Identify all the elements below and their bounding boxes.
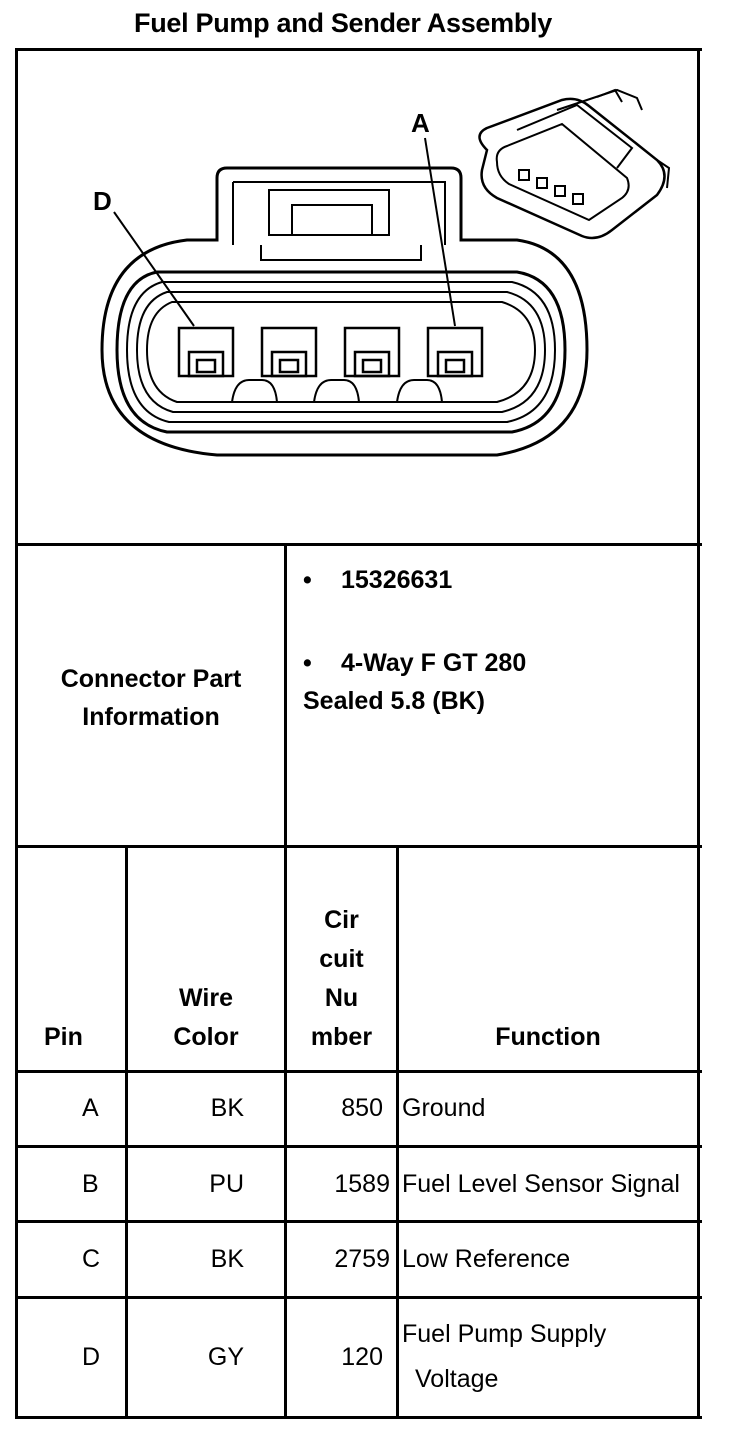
header-wire-color: Wire Color bbox=[128, 979, 284, 1057]
header-circuit-line2: cuit bbox=[319, 945, 364, 973]
frame-right bbox=[697, 48, 700, 1419]
connector-housing bbox=[100, 166, 589, 457]
pin-cavity-b bbox=[343, 326, 401, 378]
row-wire-color: BK bbox=[210, 1094, 244, 1122]
connector-type-item: • 4-Way F GT 280 Sealed 5.8 (BK) bbox=[303, 644, 526, 720]
row-pin: B bbox=[82, 1170, 99, 1198]
table-header-rule bbox=[15, 1070, 702, 1073]
pin-cavity-c bbox=[260, 326, 318, 378]
header-circuit-line3: Nu bbox=[324, 984, 359, 1012]
leader-line-a bbox=[424, 137, 456, 327]
header-circuit-line1: Cir bbox=[324, 906, 359, 934]
table-row-rule bbox=[15, 1145, 702, 1148]
pin-cavity-d bbox=[177, 326, 235, 378]
row-function: Ground bbox=[402, 1094, 486, 1122]
row-circuit: 2759 bbox=[334, 1245, 390, 1273]
info-divider bbox=[284, 543, 287, 1419]
table-col-divider-3 bbox=[396, 845, 399, 1419]
connector-diagram: D A bbox=[93, 88, 671, 457]
row-pin: D bbox=[82, 1343, 101, 1371]
connector-info-label-line1: Connector Part bbox=[60, 665, 242, 693]
part-number: 15326631 bbox=[341, 566, 453, 594]
info-bottom-rule bbox=[15, 845, 702, 848]
row-pin: C bbox=[82, 1245, 101, 1273]
leader-line-d bbox=[113, 211, 195, 327]
row-circuit: 850 bbox=[341, 1094, 383, 1122]
row-wire-color: BK bbox=[210, 1245, 244, 1273]
connector-type-continuation: Sealed 5.8 (BK) bbox=[303, 687, 486, 715]
header-circuit-number: Cir cuit Nu mber bbox=[287, 901, 396, 1057]
part-number-item: • 15326631 bbox=[303, 566, 452, 595]
pin-cavity-a bbox=[426, 326, 484, 378]
callout-a: A bbox=[411, 108, 430, 138]
callout-d: D bbox=[93, 186, 112, 216]
row-pin: A bbox=[82, 1094, 99, 1122]
table-row-rule bbox=[15, 1296, 702, 1299]
row-function: Fuel Level Sensor Signal bbox=[402, 1170, 680, 1198]
table-bottom-rule bbox=[15, 1416, 702, 1419]
connector-type: 4-Way F GT 280 bbox=[341, 649, 527, 677]
row-circuit: 1589 bbox=[334, 1170, 390, 1198]
row-wire-color: GY bbox=[207, 1343, 244, 1371]
connector-iso-view bbox=[478, 88, 671, 240]
frame-top bbox=[15, 48, 702, 51]
header-wire-color-line2: Color bbox=[173, 1023, 239, 1051]
row-wire-color: PU bbox=[209, 1170, 244, 1198]
row-function: Low Reference bbox=[402, 1245, 571, 1273]
row-function-continuation: Voltage bbox=[415, 1365, 499, 1393]
header-pin: Pin bbox=[44, 1023, 83, 1051]
figure-bottom-rule bbox=[15, 543, 702, 546]
header-circuit-line4: mber bbox=[310, 1023, 373, 1051]
frame-left bbox=[15, 48, 18, 1419]
bullet-icon: • bbox=[303, 649, 312, 677]
connector-info-label-line2: Information bbox=[82, 703, 220, 731]
row-function: Fuel Pump Supply bbox=[402, 1320, 607, 1348]
connector-info-label: Connector Part Information bbox=[17, 660, 285, 736]
table-row-rule bbox=[15, 1220, 702, 1223]
row-circuit: 120 bbox=[341, 1343, 383, 1371]
bullet-icon: • bbox=[303, 566, 312, 594]
header-function: Function bbox=[495, 1023, 601, 1051]
document-title: Fuel Pump and Sender Assembly bbox=[134, 8, 552, 38]
header-wire-color-line1: Wire bbox=[179, 984, 233, 1012]
table-col-divider-1 bbox=[125, 845, 128, 1419]
